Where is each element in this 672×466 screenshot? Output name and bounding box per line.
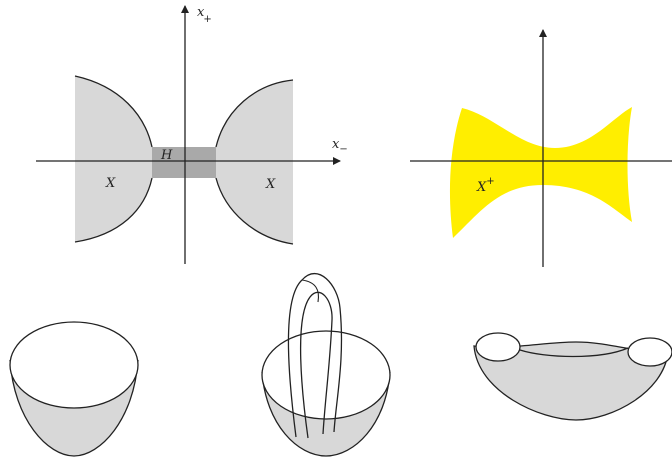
handle-band [287, 272, 343, 438]
handle-band-edge [301, 279, 320, 303]
right-boundary-curve [215, 79, 294, 245]
bowl-rim [9, 321, 139, 409]
right-x-region-label: X [265, 177, 276, 192]
right-x-region [216, 80, 293, 244]
x-plus-axis-label: x+ [197, 5, 212, 25]
left-boundary-curve [74, 75, 153, 243]
left-diagram: x+ x− H X X [36, 5, 348, 264]
x-plus-region [449, 107, 632, 238]
tube-left-opening [475, 332, 521, 362]
left-x-region [75, 76, 152, 242]
h-band-region [152, 147, 216, 178]
h-region-label: H [160, 148, 173, 163]
right-diagram: X+ [410, 29, 672, 267]
arched-tube-surface [473, 332, 672, 421]
bowl-surface [9, 321, 139, 457]
x-minus-axis-label: x− [332, 137, 348, 155]
x-plus-region-label: X+ [476, 176, 495, 195]
handle-band-inner [299, 291, 333, 439]
tube-right-opening [627, 337, 672, 367]
handle-bowl-rim [261, 330, 391, 420]
tube-top-edge [519, 347, 629, 358]
bowl-with-handle-surface [261, 272, 391, 457]
left-x-region-label: X [105, 176, 116, 191]
